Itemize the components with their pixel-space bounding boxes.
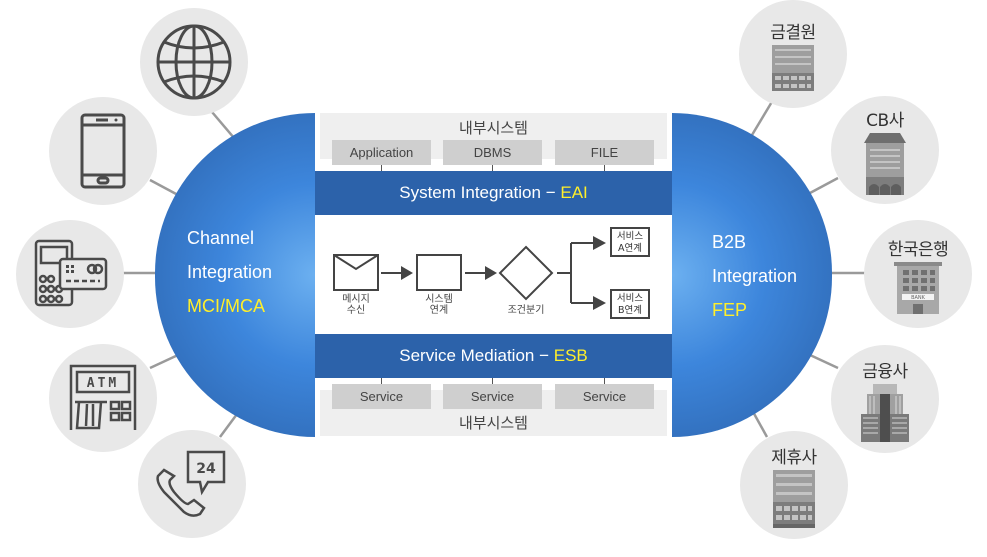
service-a-line1: 서비스 (616, 231, 644, 242)
eai-bar-text: System Integration − (399, 183, 561, 202)
stub (492, 378, 493, 384)
channel-call-center-node[interactable]: 24 (138, 430, 246, 538)
envelope-icon (333, 254, 379, 291)
stub (492, 165, 493, 171)
esb-bar: Service Mediation − ESB (315, 334, 672, 378)
connector-partner-5 (750, 409, 769, 438)
atm-label: ATM (87, 376, 119, 391)
chip-service-3: Service (555, 384, 654, 409)
partner-node-2[interactable]: CB사 (831, 96, 939, 204)
tower-building-icon (861, 383, 909, 442)
partner-1-label: 금결원 (770, 22, 816, 43)
chip-service-2: Service (443, 384, 542, 409)
atm-icon: ATM (69, 364, 137, 430)
globe-icon (156, 24, 232, 100)
service-b-line2: B연계 (618, 305, 642, 316)
hub-right-highlight: FEP (712, 300, 748, 320)
service-b-line1: 서비스 (616, 293, 644, 304)
service-a-box: 서비스 A연계 (610, 227, 650, 257)
channel-card-terminal-node[interactable] (16, 220, 124, 328)
connector-atm (149, 353, 179, 370)
flow-diagram (333, 236, 606, 310)
partner-4-label: 금융사 (862, 361, 908, 382)
flow-step-message-receive: 메시지 수신 (336, 294, 376, 316)
bank-sign: BANK (911, 295, 926, 301)
arrow-2-head (485, 266, 497, 280)
phone-24-icon: 24 (156, 450, 226, 517)
esb-bar-text: Service Mediation − (399, 346, 554, 365)
connector-mobile (149, 178, 179, 197)
stub (381, 165, 382, 171)
card-terminal-icon (34, 239, 108, 307)
partner-node-3[interactable]: 한국은행 BANK (864, 220, 972, 328)
hub-left-highlight: MCI/MCA (187, 296, 265, 316)
chip-dbms: DBMS (443, 140, 542, 165)
integration-panel: 내부시스템 Application DBMS FILE System Integ… (315, 113, 672, 437)
channel-atm-node[interactable]: ATM (49, 344, 157, 452)
channel-mobile-node[interactable] (49, 97, 157, 205)
smartphone-icon (80, 113, 126, 189)
chip-application: Application (332, 140, 431, 165)
partner-node-5[interactable]: 제휴사 (740, 431, 848, 539)
branch-b-head (593, 296, 606, 310)
partner-node-1[interactable]: 금결원 (739, 0, 847, 108)
bank-building-icon: BANK (894, 261, 942, 314)
channel-web-node[interactable] (140, 8, 248, 116)
envelope-flap (333, 254, 379, 271)
esb-bar-highlight: ESB (553, 346, 588, 365)
connector-partner-4 (809, 353, 839, 370)
stub (381, 378, 382, 384)
flow-step-condition: 조건분기 (501, 305, 551, 316)
system-box (416, 254, 462, 291)
eai-bar: System Integration − EAI (315, 171, 672, 215)
building-icon (772, 44, 814, 91)
internal-system-bottom-title: 내부시스템 (458, 414, 528, 432)
stub (604, 165, 605, 171)
partner-3-label: 한국은행 (887, 239, 949, 260)
decision-diamond (498, 245, 554, 301)
service-a-line2: A연계 (618, 243, 642, 254)
eai-bar-highlight: EAI (560, 183, 588, 202)
partner-5-label: 제휴사 (771, 447, 817, 468)
building-roof-icon (864, 132, 906, 195)
hub-right-line2: Integration (712, 266, 798, 286)
hub-left-line1: Channel (187, 228, 255, 248)
partner-2-label: CB사 (866, 110, 904, 131)
building-icon (773, 469, 815, 528)
stub (604, 378, 605, 384)
chip-service-1: Service (332, 384, 431, 409)
connector-partner-2 (809, 176, 839, 195)
connector-partner-1 (750, 99, 775, 136)
hub-right-line1: B2B (712, 232, 747, 252)
partner-node-4[interactable]: 금융사 (831, 345, 939, 453)
internal-system-top-title: 내부시스템 (458, 119, 528, 137)
flow-step-2-line1: 시스템 (425, 294, 453, 305)
branch-a-head (593, 236, 606, 250)
hub-left-line2: Integration (187, 262, 273, 282)
flow-step-1-line2: 수신 (346, 305, 366, 316)
chip-file: FILE (555, 140, 654, 165)
flow-step-2-line2: 연계 (429, 305, 449, 316)
flow-step-1-line1: 메시지 (342, 294, 370, 305)
flow-step-3-line1: 조건분기 (507, 305, 545, 316)
flow-step-system-link: 시스템 연계 (419, 294, 459, 316)
24-label: 24 (196, 461, 216, 477)
arrow-1-head (401, 266, 413, 280)
service-b-box: 서비스 B연계 (610, 289, 650, 319)
